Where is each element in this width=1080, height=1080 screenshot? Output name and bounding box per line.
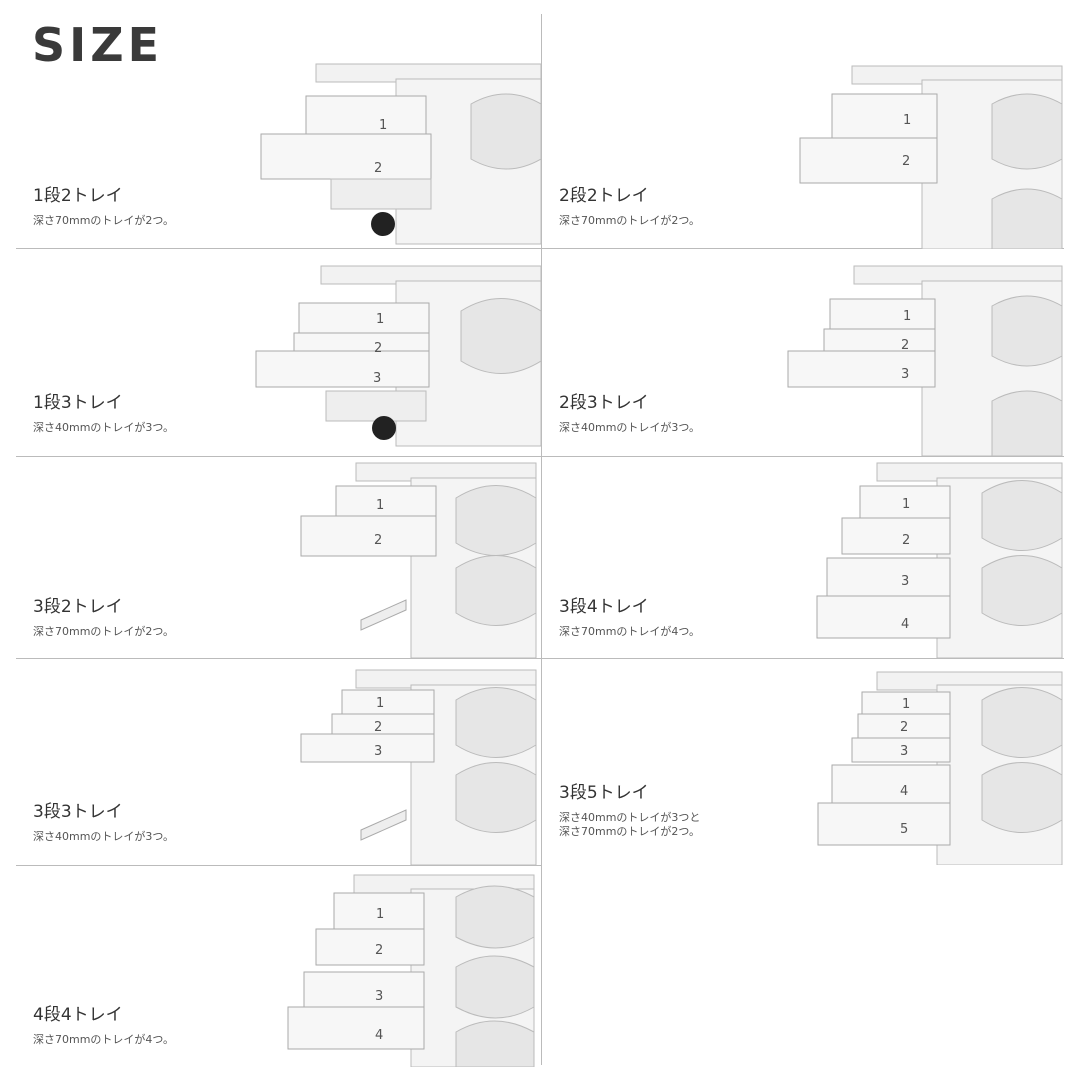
product-card-3dan-5tray[interactable]: 1 2 3 4 5 3段5トレイ 深さ40mmのトレイが3つと 深さ70mmのト… <box>542 660 1067 865</box>
product-card-2dan-2tray[interactable]: 1 2 2段2トレイ 深さ70mmのトレイが2つ。 <box>542 44 1067 249</box>
product-label: 3段2トレイ <box>33 597 123 617</box>
tray-number: 3 <box>901 367 909 382</box>
cart-illustration: 1 2 3 4 <box>816 462 1063 658</box>
cart-illustration: 1 2 <box>260 63 541 245</box>
product-label: 2段3トレイ <box>559 393 649 413</box>
product-desc: 深さ70mmのトレイが2つ。 <box>33 214 174 227</box>
tray-number: 2 <box>374 341 382 356</box>
product-card-2dan-3tray[interactable]: 1 2 3 2段3トレイ 深さ40mmのトレイが3つ。 <box>542 251 1067 456</box>
tray-number: 1 <box>902 697 910 712</box>
tray-number: 3 <box>900 744 908 759</box>
tray-number: 3 <box>374 744 382 759</box>
tray-number: 2 <box>374 533 382 548</box>
divider-row-1 <box>16 248 1064 249</box>
product-desc: 深さ40mmのトレイが3つと <box>559 811 701 824</box>
product-card-3dan-2tray[interactable]: 1 2 3段2トレイ 深さ70mmのトレイが2つ。 <box>16 458 541 663</box>
product-label: 3段3トレイ <box>33 802 123 822</box>
product-label: 3段4トレイ <box>559 597 649 617</box>
tray-number: 2 <box>902 533 910 548</box>
tray-number: 1 <box>376 696 384 711</box>
page-title: SIZE <box>32 18 164 72</box>
tray-number: 1 <box>903 309 911 324</box>
tray-number: 2 <box>374 161 382 176</box>
product-label: 2段2トレイ <box>559 186 649 206</box>
product-desc-2: 深さ70mmのトレイが2つ。 <box>559 825 700 838</box>
product-desc: 深さ70mmのトレイが2つ。 <box>33 625 174 638</box>
product-card-4dan-4tray[interactable]: 1 2 3 4 4段4トレイ 深さ70mmのトレイが4つ。 <box>16 867 541 1067</box>
divider-vertical <box>541 14 542 1065</box>
product-card-1dan-3tray[interactable]: 1 2 3 1段3トレイ 深さ40mmのトレイが3つ。 <box>16 251 541 456</box>
tray-number: 4 <box>900 784 908 799</box>
product-desc: 深さ70mmのトレイが2つ。 <box>559 214 700 227</box>
tray-number: 1 <box>902 497 910 512</box>
divider-row-4 <box>16 865 541 866</box>
product-card-1dan-2tray[interactable]: 1 2 1段2トレイ 深さ70mmのトレイが2つ。 <box>16 44 541 249</box>
product-label: 1段3トレイ <box>33 393 123 413</box>
cart-illustration: 1 2 3 <box>787 265 1063 456</box>
product-label: 4段4トレイ <box>33 1005 123 1025</box>
tray-number: 2 <box>900 720 908 735</box>
product-desc: 深さ40mmのトレイが3つ。 <box>33 421 174 434</box>
tray-number: 2 <box>374 720 382 735</box>
product-card-3dan-4tray[interactable]: 1 2 3 4 3段4トレイ 深さ70mmのトレイが4つ。 <box>542 458 1067 663</box>
product-card-3dan-3tray[interactable]: 1 2 3 3段3トレイ 深さ40mmのトレイが3つ。 <box>16 660 541 865</box>
tray-number: 3 <box>373 371 381 386</box>
product-label: 1段2トレイ <box>33 186 123 206</box>
tray-number: 2 <box>901 338 909 353</box>
tray-number: 1 <box>903 113 911 128</box>
cart-illustration: 1 2 <box>799 65 1063 249</box>
product-desc: 深さ70mmのトレイが4つ。 <box>33 1033 174 1046</box>
tray-number: 2 <box>375 943 383 958</box>
product-desc: 深さ40mmのトレイが3つ。 <box>559 421 700 434</box>
product-desc: 深さ70mmのトレイが4つ。 <box>559 625 700 638</box>
tray-number: 1 <box>379 118 387 133</box>
divider-row-2 <box>16 456 1064 457</box>
tray-number: 3 <box>901 574 909 589</box>
tray-number: 5 <box>900 822 908 837</box>
cart-illustration: 1 2 3 4 5 <box>817 671 1063 865</box>
tray-number: 4 <box>375 1028 383 1043</box>
cart-illustration: 1 2 3 <box>300 669 537 865</box>
product-label: 3段5トレイ <box>559 783 649 803</box>
divider-row-3 <box>16 658 1064 659</box>
tray-number: 2 <box>902 154 910 169</box>
tray-number: 1 <box>376 907 384 922</box>
cart-illustration: 1 2 3 4 <box>287 874 535 1067</box>
tray-number: 3 <box>375 989 383 1004</box>
cart-illustration: 1 2 3 <box>255 265 541 447</box>
tray-number: 1 <box>376 498 384 513</box>
tray-number: 4 <box>901 617 909 632</box>
product-desc: 深さ40mmのトレイが3つ。 <box>33 830 174 843</box>
tray-number: 1 <box>376 312 384 327</box>
cart-illustration: 1 2 <box>300 462 537 658</box>
